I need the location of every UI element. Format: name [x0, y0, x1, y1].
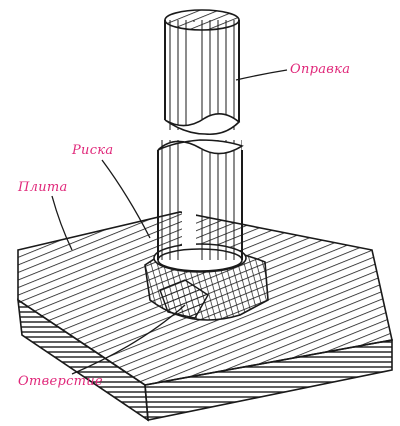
mandrel-top-face: [164, 9, 240, 31]
label-mandrel: Оправка: [290, 62, 351, 77]
leader-mark: [101, 159, 151, 239]
mandrel-lower-break: [157, 139, 244, 155]
mandrel-upper-body: [165, 20, 239, 130]
mandrel-upper-break: [164, 113, 241, 136]
mandrel-lower-shine: [182, 140, 196, 260]
leader-plate: [51, 195, 73, 251]
mandrel-lower-base: [157, 248, 243, 272]
leader-mandrel: [235, 69, 288, 81]
mandrel-upper-shine: [188, 22, 200, 128]
label-plate: Плита: [18, 180, 68, 195]
label-mark: Риска: [72, 143, 114, 158]
mandrel-upper-outline: [164, 20, 240, 122]
leader-lines: [51, 69, 288, 375]
label-hole: Отверстие: [18, 374, 103, 389]
mandrel-lower: [157, 139, 244, 272]
mandrel-lower-body: [158, 140, 242, 260]
leader-hole: [71, 304, 186, 375]
mandrel-upper: [164, 9, 241, 136]
mandrel-lower-outline: [157, 150, 243, 260]
boss-cut: [159, 279, 209, 319]
plate-side-face: [144, 339, 393, 421]
